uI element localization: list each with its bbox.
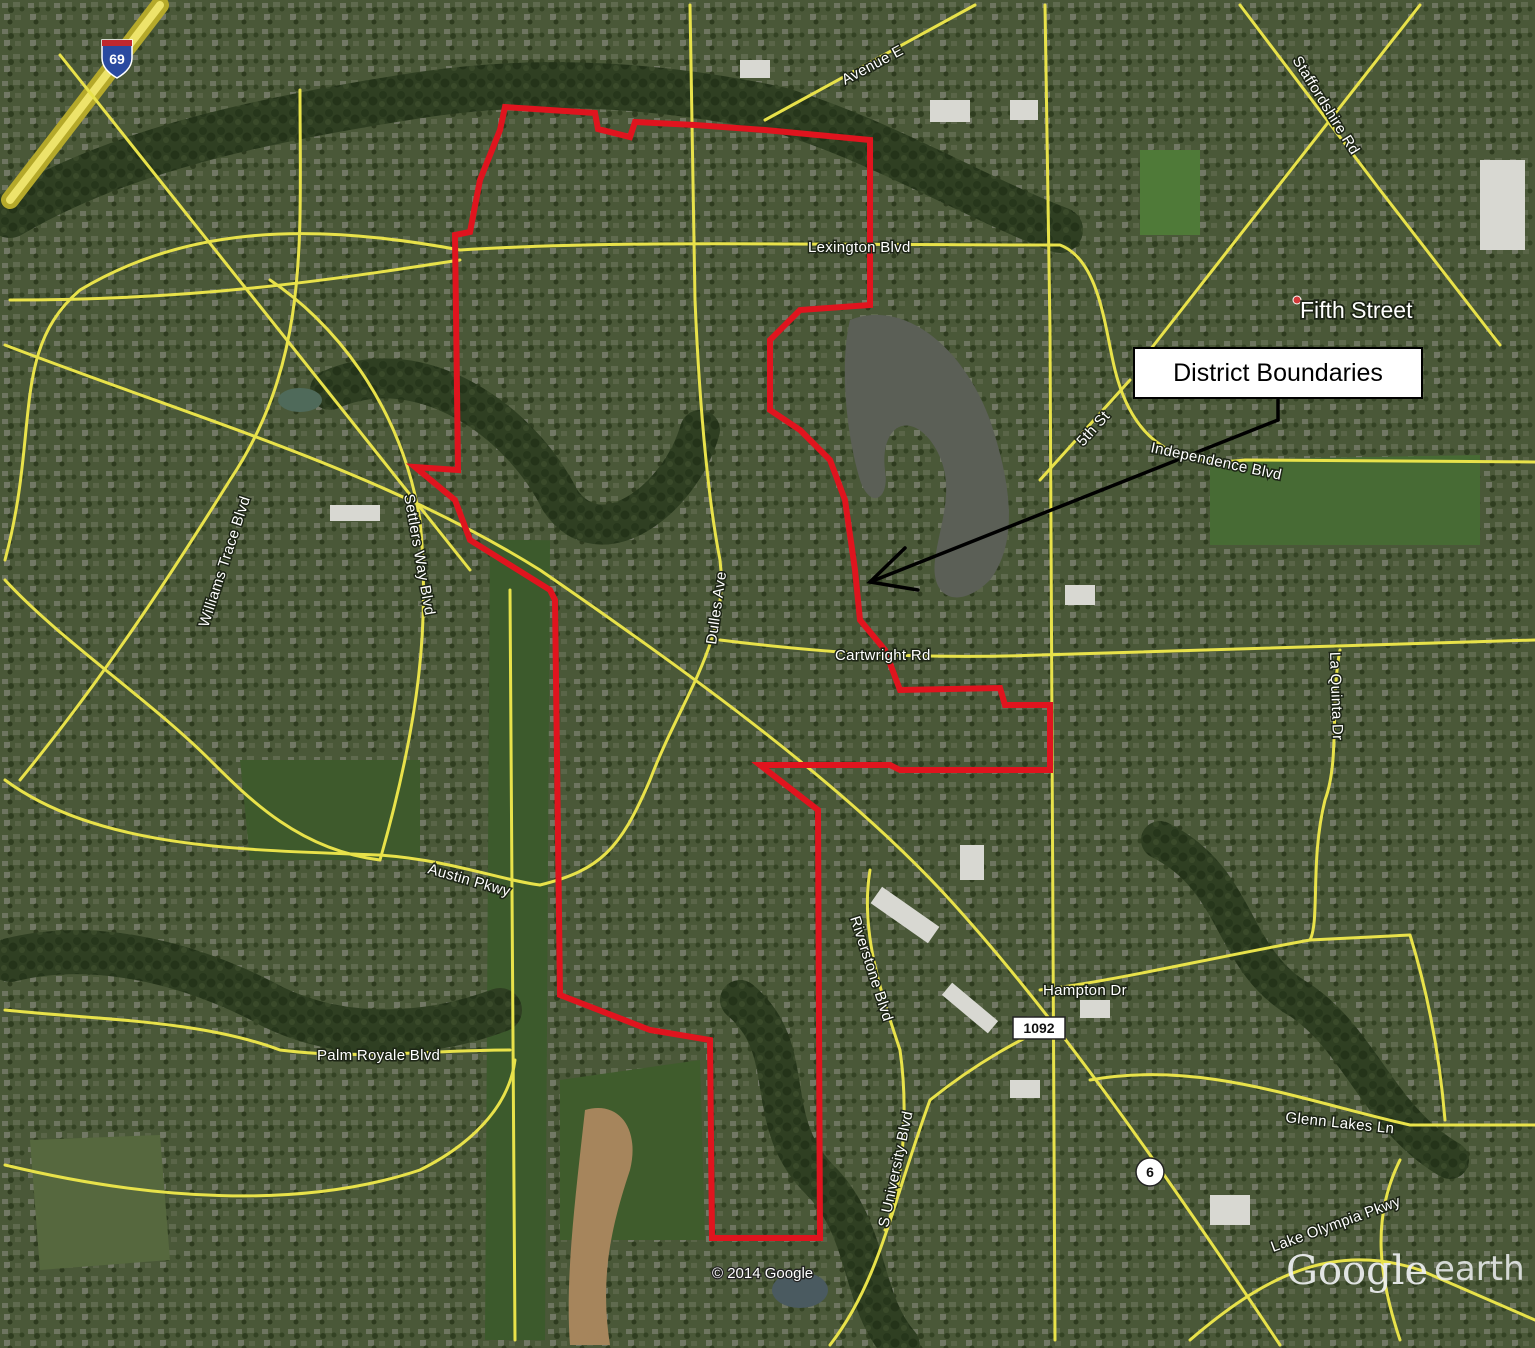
callout-label: District Boundaries xyxy=(1173,358,1383,387)
pond xyxy=(278,388,322,412)
callout-arrow xyxy=(866,398,1280,592)
construction-site xyxy=(568,1108,633,1345)
open-field xyxy=(240,760,420,860)
utility-corridor xyxy=(485,539,550,1341)
brand-sub: earth xyxy=(1434,1249,1525,1289)
district-boundary[interactable] xyxy=(405,103,1053,1241)
poi-fifth-street[interactable]: Fifth Street xyxy=(1292,295,1415,325)
poi-pin-icon xyxy=(1292,295,1302,305)
tree-corridor xyxy=(0,930,522,1054)
pond xyxy=(772,1272,828,1308)
label-cartwright: Cartwright Rd xyxy=(835,647,931,664)
poi-label: Fifth Street xyxy=(1300,297,1413,323)
state-1092-shield-icon: 1092 xyxy=(1012,1016,1066,1040)
brand-main: Google xyxy=(1286,1248,1428,1294)
callout-district-boundaries: District Boundaries xyxy=(1133,347,1423,399)
interstate-69-shield-icon: 69 xyxy=(101,39,133,79)
commercial-buildings xyxy=(330,60,1525,1225)
label-hampton: Hampton Dr xyxy=(1043,982,1127,999)
tree-corridor xyxy=(0,62,1083,253)
open-field xyxy=(1140,150,1200,235)
shield-label: 69 xyxy=(109,51,125,67)
label-la-quinta: La Quinta Dr xyxy=(1326,652,1346,741)
state-6-shield-icon: 6 xyxy=(1135,1157,1165,1187)
label-palm-royale: Palm Royale Blvd xyxy=(317,1047,440,1064)
shield-label: 6 xyxy=(1146,1164,1154,1180)
open-field xyxy=(1210,455,1480,545)
lake xyxy=(844,314,1009,598)
google-earth-logo: Google earth xyxy=(1286,1248,1525,1294)
tree-corridor xyxy=(1141,821,1469,1179)
shield-label: 1092 xyxy=(1023,1020,1054,1036)
tree-corridor xyxy=(310,358,720,545)
open-field xyxy=(30,1135,170,1270)
copyright-notice: © 2014 Google xyxy=(712,1265,813,1282)
label-lexington: Lexington Blvd xyxy=(808,239,911,256)
